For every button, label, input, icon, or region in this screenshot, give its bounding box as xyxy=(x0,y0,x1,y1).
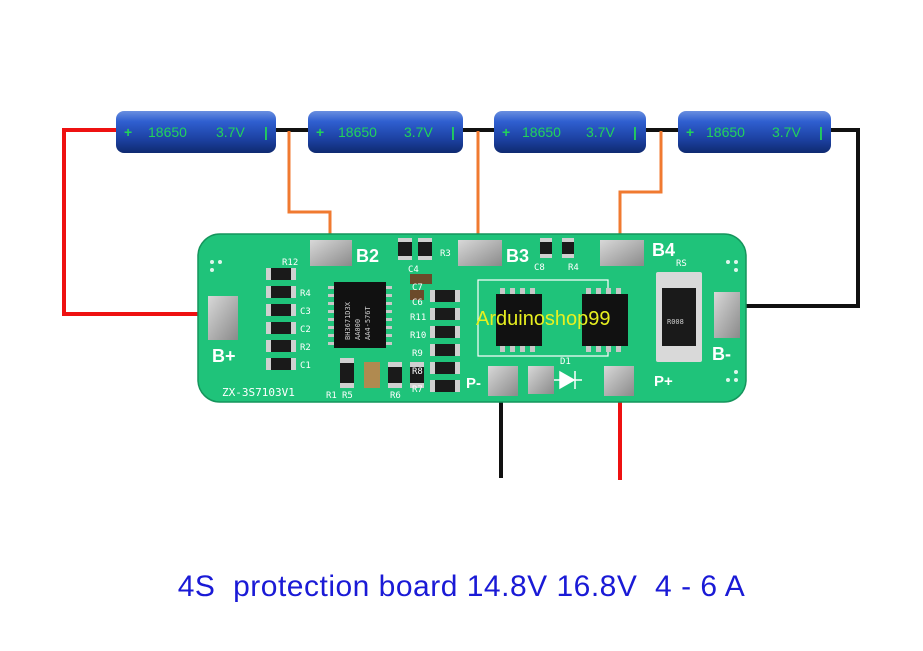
silk-label: R12 xyxy=(282,258,298,268)
silk-label: C8 xyxy=(534,263,545,273)
pad-b-plus xyxy=(208,296,238,340)
silk-label: RS xyxy=(676,259,687,269)
label-b-minus: B- xyxy=(712,344,731,364)
silk-label: R6 xyxy=(390,391,401,401)
label-b4: B4 xyxy=(652,240,675,260)
silk-label: R4 xyxy=(568,263,579,273)
protection-board: B+ B- B2 B3 B4 P- P+ R12 R4 C3 C2 R2 C1 xyxy=(197,233,747,403)
red-wire-b-plus xyxy=(62,128,210,316)
silk-label: R8 xyxy=(412,367,423,377)
cell-plus: + xyxy=(686,124,694,140)
battery-cell-3: + 18650 3.7V | xyxy=(494,111,646,153)
silk-label: R5 xyxy=(342,391,353,401)
watermark-text: Arduinoshop99 xyxy=(476,308,611,330)
shunt-marking: R008 xyxy=(667,318,684,326)
cell-label: 18650 xyxy=(338,124,377,140)
silk-label: R3 xyxy=(440,249,451,259)
silk-label: C6 xyxy=(412,298,423,308)
ic-marking-1: BH3671D3X xyxy=(344,301,352,340)
mid-silk-labels: C4 C7 C6 R11 R10 R9 R8 R7 R3 R1 R5 R6 C8… xyxy=(326,249,687,401)
silk-label: C3 xyxy=(300,307,311,317)
ic-marking-3: AA4-576T xyxy=(364,305,372,340)
label-p-minus: P- xyxy=(466,375,481,392)
silk-label: C2 xyxy=(300,325,311,335)
silk-label: R2 xyxy=(300,343,311,353)
cell-minus: | xyxy=(633,124,637,140)
battery-cell-1: + 18650 3.7V | xyxy=(116,111,276,153)
cell-label: 18650 xyxy=(148,124,187,140)
cell-label: 18650 xyxy=(522,124,561,140)
pad-b-minus xyxy=(714,292,740,338)
label-p-plus: P+ xyxy=(654,373,673,390)
pad-p-minus xyxy=(488,366,518,396)
cell-minus: | xyxy=(451,124,455,140)
cell-voltage: 3.7V xyxy=(772,124,801,140)
silk-label: C1 xyxy=(300,361,311,371)
cell-minus: | xyxy=(819,124,823,140)
cell-voltage: 3.7V xyxy=(404,124,433,140)
solder-pads xyxy=(208,240,740,396)
wires xyxy=(62,128,860,480)
diode-symbol xyxy=(554,370,582,390)
mid-smd-column xyxy=(340,238,574,392)
silk-label: R7 xyxy=(412,385,423,395)
silk-label: C4 xyxy=(408,265,419,275)
mosfet-pair xyxy=(477,279,628,357)
cell-plus: + xyxy=(124,124,132,140)
board-edge-dots xyxy=(210,260,738,382)
black-wire-b-minus xyxy=(728,128,860,308)
pad-b2 xyxy=(310,240,352,266)
battery-cell-2: + 18650 3.7V | xyxy=(308,111,463,153)
silk-label: R11 xyxy=(410,313,426,323)
balance-wire-b4 xyxy=(618,131,663,248)
ic-marking-2: AA000 xyxy=(354,319,362,340)
silk-label: R1 xyxy=(326,391,337,401)
label-b2: B2 xyxy=(356,246,379,266)
shunt-resistor: R008 xyxy=(656,272,702,362)
cell-plus: + xyxy=(502,124,510,140)
silk-label: R4 xyxy=(300,289,311,299)
cell-voltage: 3.7V xyxy=(216,124,245,140)
label-b3: B3 xyxy=(506,246,529,266)
silk-label: R10 xyxy=(410,331,426,341)
pad-mid xyxy=(528,366,554,394)
cell-plus: + xyxy=(316,124,324,140)
label-b-plus: B+ xyxy=(212,346,236,366)
protection-ic: BH3671D3X AA000 AA4-576T xyxy=(328,282,392,348)
cell-voltage: 3.7V xyxy=(586,124,615,140)
left-silk-labels: R12 R4 C3 C2 R2 C1 xyxy=(282,258,311,371)
battery-cell-4: + 18650 3.7V | xyxy=(678,111,831,153)
caption-title: 4S protection board 14.8V 16.8V 4 - 6 A xyxy=(177,570,746,603)
silk-label: R9 xyxy=(412,349,423,359)
board-id: ZX-3S7103V1 xyxy=(222,386,295,399)
cell-minus: | xyxy=(264,124,268,140)
battery-cells: + 18650 3.7V | + 18650 3.7V | + 18650 3.… xyxy=(116,111,831,153)
pad-b3 xyxy=(458,240,502,266)
left-smd-column xyxy=(266,268,296,370)
pad-b4 xyxy=(600,240,644,266)
silk-label: D1 xyxy=(560,357,571,367)
balance-wire-b2 xyxy=(287,131,332,248)
pad-p-plus xyxy=(604,366,634,396)
cell-label: 18650 xyxy=(706,124,745,140)
silk-label: C7 xyxy=(412,283,423,293)
